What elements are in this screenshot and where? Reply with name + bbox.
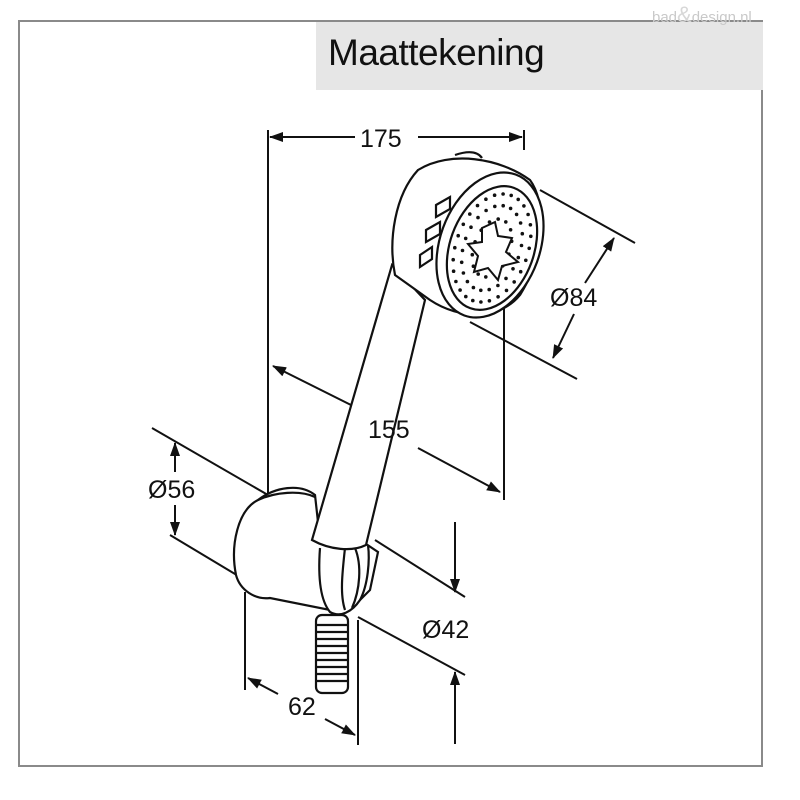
nozzle-dot — [511, 267, 515, 271]
nozzle-dot — [476, 272, 481, 276]
spray-selector-cross — [466, 220, 521, 283]
nozzle-dot — [524, 258, 528, 263]
extension-line-holder-top — [151, 427, 269, 496]
dim-line-84-top — [584, 237, 615, 284]
dim-label-155: 155 — [368, 416, 410, 444]
nozzle-dot — [522, 204, 526, 208]
dim-line-84-bottom — [552, 313, 575, 359]
nozzle-dot — [487, 287, 492, 292]
nozzle-dot — [501, 203, 506, 208]
nozzle-dot — [493, 204, 497, 209]
extension-line-hose-bottom — [357, 616, 466, 676]
extension-line-head-bottom — [469, 321, 578, 380]
nozzle-dot — [461, 222, 466, 227]
nozzle-dot — [509, 193, 513, 198]
watermark-logo: bad&design.nl — [652, 2, 752, 27]
nozzle-dot — [527, 246, 531, 251]
shower-handle — [310, 262, 427, 551]
dim-label-62: 62 — [288, 693, 316, 721]
nozzle-dot — [514, 212, 519, 217]
nozzle-dot — [479, 288, 483, 293]
nozzle-dot — [492, 193, 497, 197]
nozzle-dot — [529, 234, 533, 239]
nozzle-dot — [518, 221, 523, 225]
nozzle-dot — [504, 220, 508, 224]
nozzle-dot — [516, 255, 521, 260]
nozzle-dot — [508, 206, 513, 211]
nozzle-dot — [520, 231, 525, 236]
dim-line-155-top — [272, 365, 366, 413]
page-title: Maattekening — [328, 32, 545, 73]
nozzle-dot — [456, 233, 461, 238]
dim-label-175: 175 — [360, 125, 402, 153]
shower-hose — [314, 613, 350, 695]
title-banner — [316, 22, 763, 90]
nozzle-dot — [451, 269, 456, 274]
nozzle-dot — [508, 228, 513, 232]
nozzle-dot — [512, 280, 516, 284]
nozzle-dot — [469, 225, 473, 229]
nozzle-dot — [471, 285, 476, 290]
nozzle-dot — [487, 220, 492, 224]
nozzle-dot — [487, 299, 492, 303]
nozzle-dot — [464, 294, 468, 299]
nozzle-dot — [465, 279, 470, 284]
nozzle-dot — [460, 248, 465, 253]
nozzle-dot — [516, 197, 520, 202]
nozzle-dot — [519, 243, 524, 248]
dim-line-62-right — [324, 718, 356, 736]
dim-label-84: Ø84 — [550, 284, 597, 312]
nozzle-dot — [476, 215, 480, 220]
extension-line-hose-top — [374, 539, 466, 598]
nozzle-dot — [463, 236, 468, 241]
nozzle-dot — [458, 288, 462, 292]
nozzle-dot — [451, 257, 456, 262]
nozzle-dot — [504, 288, 509, 293]
label-bg-175 — [355, 122, 417, 152]
nozzle-dot — [528, 223, 533, 227]
nozzle-dot — [526, 212, 530, 217]
nozzle-dot — [504, 276, 508, 281]
nozzle-dot — [475, 203, 480, 208]
nozzle-dot — [496, 295, 500, 299]
nozzle-dot — [459, 260, 464, 265]
nozzle-dot — [479, 300, 483, 304]
dim-label-42: Ø42 — [422, 616, 469, 644]
extension-line-head-top — [539, 189, 636, 244]
nozzle-dot — [468, 212, 472, 216]
nozzle-dot — [496, 217, 501, 221]
nozzle-dot — [484, 197, 488, 201]
wall-holder — [232, 486, 380, 616]
nozzle-dot — [518, 269, 523, 274]
nozzle-dot — [461, 271, 466, 275]
dim-label-56: Ø56 — [148, 476, 195, 504]
nozzle-dot — [501, 192, 505, 196]
nozzle-dot — [453, 245, 457, 250]
nozzle-dot — [471, 298, 475, 303]
nozzle-dot — [454, 279, 458, 284]
extension-line-holder-bottom — [169, 534, 246, 581]
nozzle-dot — [484, 208, 488, 213]
dim-line-155-bottom — [417, 447, 501, 493]
nozzle-dot — [496, 283, 500, 288]
dim-line-62-left — [247, 677, 279, 695]
nozzle-dot — [470, 252, 475, 257]
nozzle-dot — [484, 275, 488, 279]
